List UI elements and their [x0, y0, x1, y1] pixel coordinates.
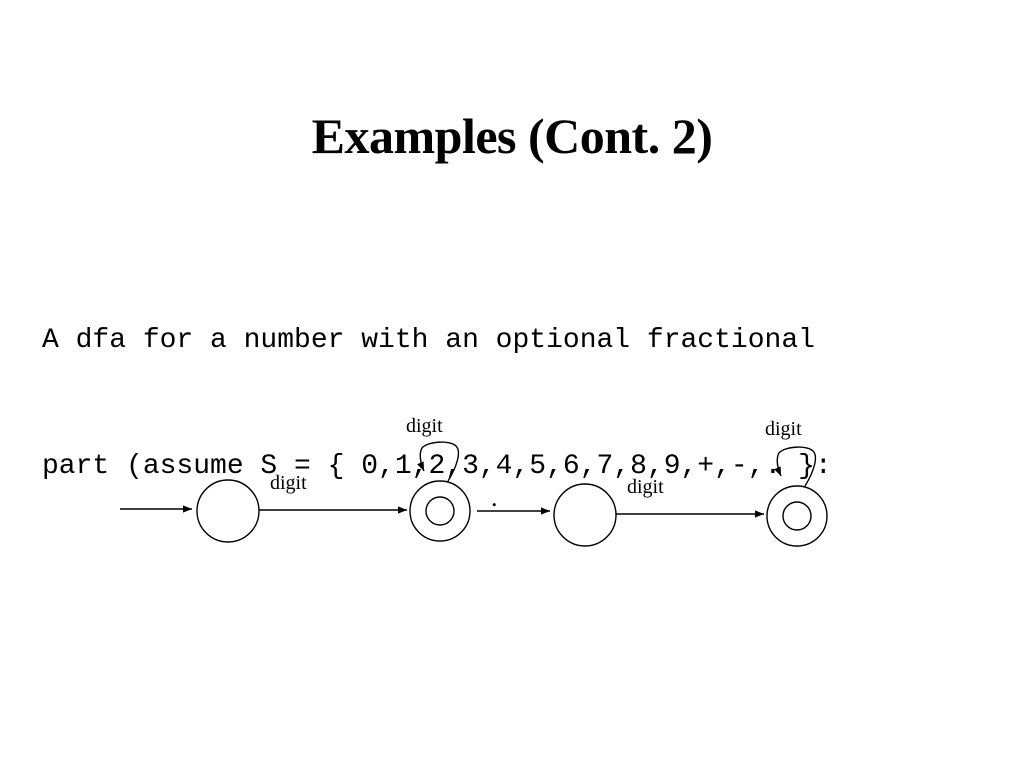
state-q2	[553, 483, 617, 547]
state-q3	[766, 485, 828, 547]
transition-label-q2-q3: digit	[627, 476, 664, 498]
state-q1-outer-ring	[409, 480, 471, 542]
transition-label-q1-q2: .	[491, 483, 498, 512]
state-q1-inner-ring	[425, 496, 455, 526]
body-line-2: part (assume S = { 0,1,2,3,4,5,6,7,8,9,+…	[42, 451, 832, 482]
state-q3-outer-ring	[766, 485, 828, 547]
state-q3-inner-ring	[782, 501, 812, 531]
state-q0	[196, 479, 260, 543]
self-loop-label-q1: digit	[406, 415, 443, 437]
self-loop-label-q3: digit	[765, 418, 802, 440]
slide-body-text: A dfa for a number with an optional frac…	[42, 236, 1017, 530]
transition-label-q0-q1: digit	[270, 472, 307, 494]
self-loop-q3	[774, 446, 817, 487]
slide-title: Examples (Cont. 2)	[311, 108, 713, 164]
state-q1	[409, 480, 471, 542]
body-line-1: A dfa for a number with an optional frac…	[42, 325, 815, 356]
self-loop-q1	[417, 441, 460, 482]
